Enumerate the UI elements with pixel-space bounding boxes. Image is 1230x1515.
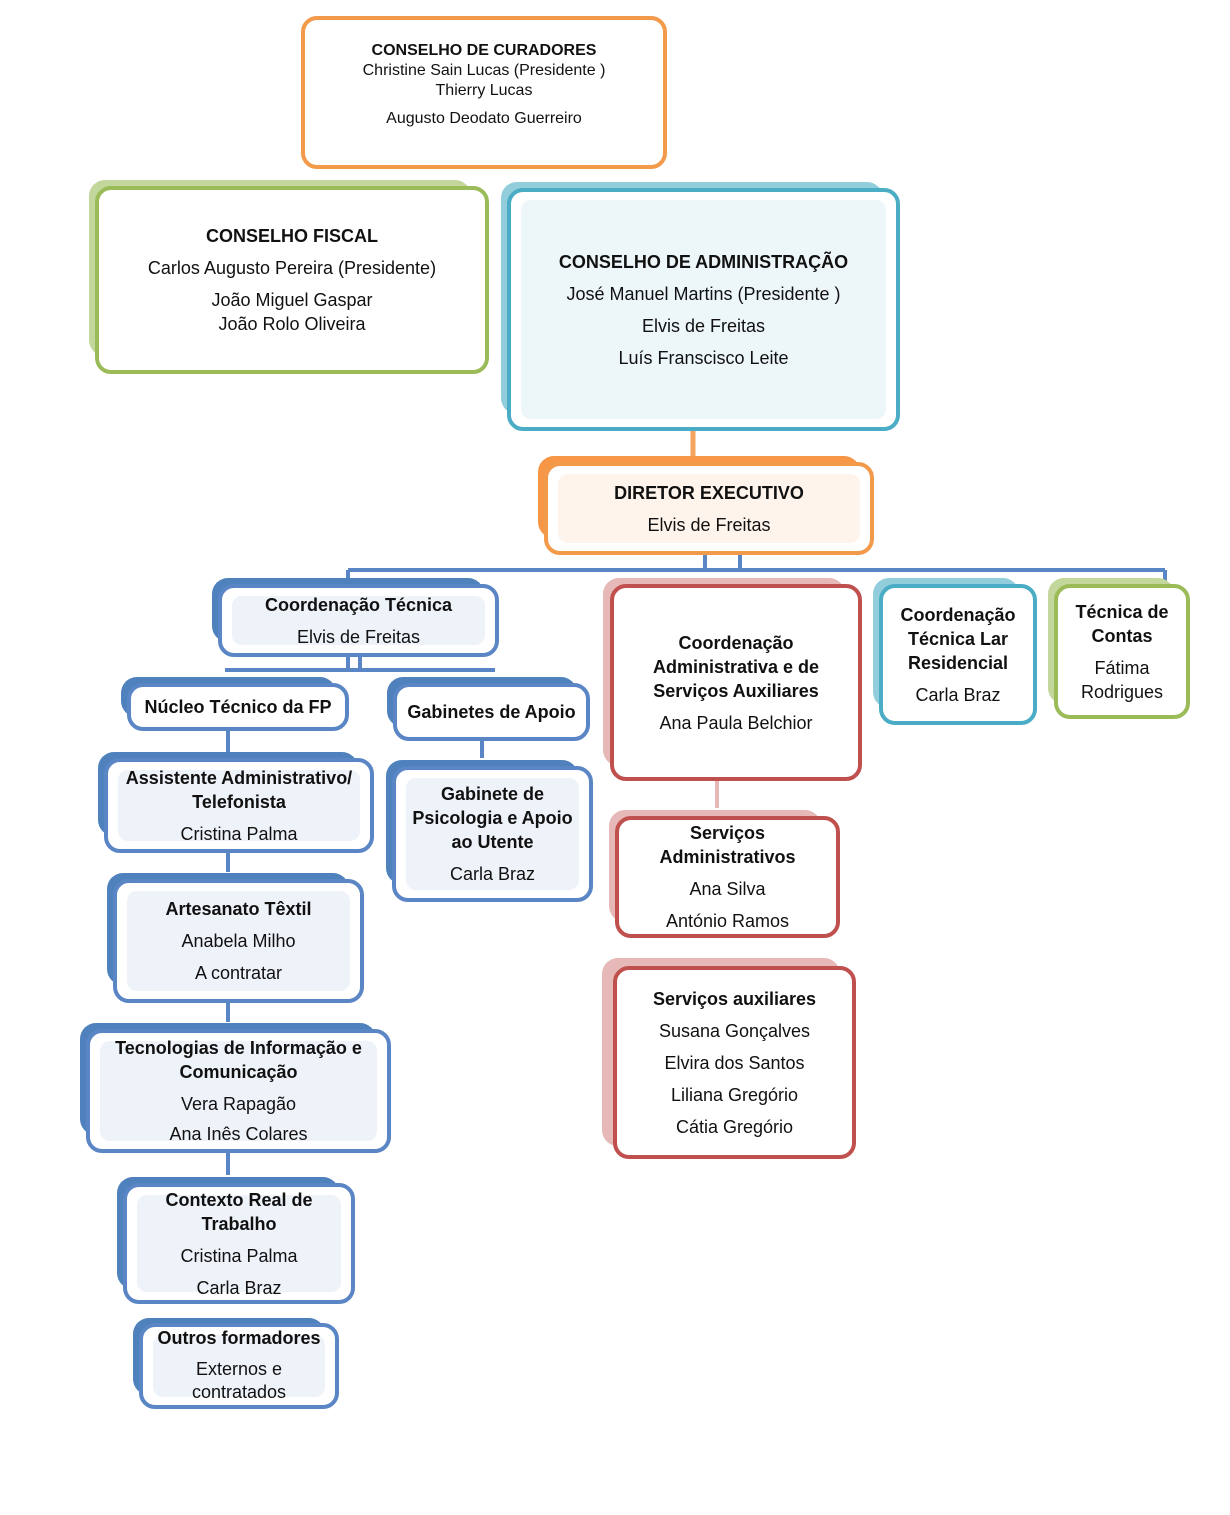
coordenacao-administrativa-box: Coordenação Administrativa e de Serviços…: [610, 584, 862, 781]
conselho-administracao-title: CONSELHO DE ADMINISTRAÇÃO: [558, 251, 849, 272]
artesanato-member: A contratar: [194, 963, 283, 983]
outros-formadores-member: Externos e contratados: [191, 1359, 287, 1402]
fiscal-member: João Rolo Oliveira: [218, 314, 366, 334]
conselho-fiscal-box: CONSELHO FISCAL Carlos Augusto Pereira (…: [95, 186, 489, 374]
tecnica-contas-title: Técnica de Contas: [1075, 601, 1169, 646]
outros-formadores-box: Outros formadores Externos e contratados: [139, 1323, 339, 1409]
curadores-member: Thierry Lucas: [435, 82, 533, 99]
servicos-auxiliares-member: Elvira dos Santos: [664, 1052, 805, 1073]
gabinete-psicologia-box: Gabinete de Psicologia e Apoio ao Utente…: [392, 766, 593, 902]
gabinete-psicologia-title: Gabinete de Psicologia e Apoio ao Utente: [412, 784, 573, 852]
artesanato-textil-title: Artesanato Têxtil: [165, 899, 312, 919]
contexto-member: Carla Braz: [196, 1277, 282, 1298]
tic-box: Tecnologias de Informação e Comunicação …: [86, 1029, 391, 1153]
outros-formadores-title: Outros formadores: [157, 1328, 321, 1348]
servicos-auxiliares-member: Susana Gonçalves: [658, 1020, 811, 1041]
assistente-administrativo-box: Assistente Administrativo/ Telefonista C…: [104, 758, 374, 853]
coordenacao-lar-residencial-member: Carla Braz: [915, 684, 1001, 705]
assistente-administrativo-title: Assistente Administrativo/ Telefonista: [125, 767, 353, 812]
servicos-administrativos-member: Ana Silva: [689, 879, 766, 899]
fiscal-member: João Miguel Gaspar: [211, 290, 373, 310]
administracao-member: Elvis de Freitas: [641, 315, 766, 336]
tecnica-contas-member: Fátima Rodrigues: [1080, 657, 1164, 702]
diretor-member: Elvis de Freitas: [647, 514, 771, 535]
gabinetes-apoio-title: Gabinetes de Apoio: [407, 702, 576, 722]
coordenacao-tecnica-title: Coordenação Técnica: [264, 594, 453, 615]
servicos-auxiliares-box: Serviços auxiliares Susana Gonçalves Elv…: [613, 966, 856, 1159]
coordenacao-lar-residencial-title: Coordenação Técnica Lar Residencial: [900, 604, 1016, 673]
assistente-member: Cristina Palma: [180, 823, 298, 844]
contexto-real-trabalho-title: Contexto Real de Trabalho: [165, 1189, 313, 1234]
servicos-administrativos-member: António Ramos: [665, 911, 790, 931]
coordenacao-administrativa-title: Coordenação Administrativa e de Serviços…: [652, 632, 820, 701]
tecnica-contas-box: Técnica de Contas Fátima Rodrigues: [1054, 584, 1190, 719]
servicos-auxiliares-member: Cátia Gregório: [675, 1116, 794, 1137]
diretor-executivo-title: DIRETOR EXECUTIVO: [614, 482, 804, 503]
servicos-administrativos-box: Serviços Administrativos Ana Silva Antón…: [615, 816, 840, 938]
conselho-curadores-box: CONSELHO DE CURADORES Christine Sain Luc…: [301, 16, 667, 169]
diretor-executivo-box: DIRETOR EXECUTIVO Elvis de Freitas: [544, 462, 874, 555]
fiscal-member: Carlos Augusto Pereira (Presidente): [147, 258, 437, 278]
curadores-member: Augusto Deodato Guerreiro: [386, 110, 582, 127]
gabinetes-apoio-box: Gabinetes de Apoio: [393, 683, 590, 741]
servicos-administrativos-title: Serviços Administrativos: [659, 823, 796, 867]
tic-member: Ana Inês Colares: [169, 1124, 308, 1144]
contexto-real-trabalho-box: Contexto Real de Trabalho Cristina Palma…: [123, 1183, 355, 1304]
nucleo-tecnico-fp-box: Núcleo Técnico da FP: [127, 683, 349, 731]
conselho-fiscal-title: CONSELHO FISCAL: [205, 226, 378, 246]
nucleo-tecnico-fp-title: Núcleo Técnico da FP: [144, 697, 332, 717]
coordenacao-administrativa-member: Ana Paula Belchior: [659, 712, 813, 733]
gabinete-psicologia-member: Carla Braz: [449, 864, 536, 884]
tic-title: Tecnologias de Informação e Comunicação: [115, 1038, 362, 1082]
contexto-member: Cristina Palma: [180, 1245, 298, 1266]
coordenacao-tecnica-member: Elvis de Freitas: [296, 626, 421, 647]
coordenacao-lar-residencial-box: Coordenação Técnica Lar Residencial Carl…: [879, 584, 1037, 725]
artesanato-member: Anabela Milho: [181, 931, 296, 951]
administracao-member: José Manuel Martins (Presidente ): [566, 283, 841, 304]
tic-member: Vera Rapagão: [180, 1094, 297, 1114]
curadores-member: Christine Sain Lucas (Presidente ): [362, 62, 606, 79]
artesanato-textil-box: Artesanato Têxtil Anabela Milho A contra…: [113, 879, 364, 1003]
conselho-administracao-box: CONSELHO DE ADMINISTRAÇÃO José Manuel Ma…: [507, 188, 900, 431]
servicos-auxiliares-member: Liliana Gregório: [670, 1084, 799, 1105]
conselho-curadores-title: CONSELHO DE CURADORES: [371, 42, 597, 59]
administracao-member: Luís Franscisco Leite: [618, 347, 789, 368]
coordenacao-tecnica-box: Coordenação Técnica Elvis de Freitas: [218, 584, 499, 657]
servicos-auxiliares-title: Serviços auxiliares: [652, 988, 817, 1009]
